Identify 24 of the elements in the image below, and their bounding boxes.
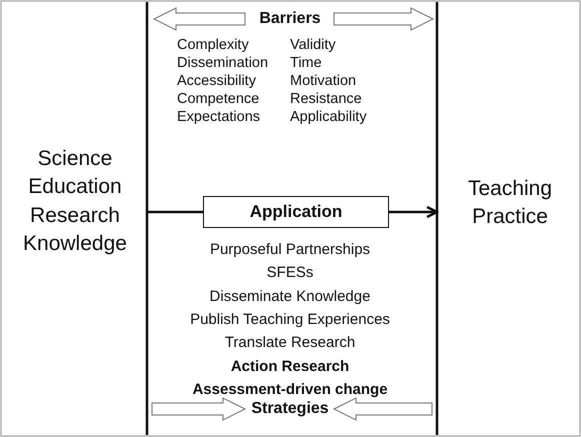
barrier-item: Expectations [177,109,260,126]
strategy-item: Action Research [230,358,350,376]
node-text: Teaching Practice [445,175,575,232]
barrier-item: Time [290,55,322,72]
arrow [389,206,438,218]
strategy-item: Purposeful Partnerships [210,241,370,259]
barrier-item: Competence [177,91,260,108]
barrier-item: Dissemination [177,55,268,72]
barrier-item: Resistance [290,91,362,108]
barrier-item: Validity [290,37,336,54]
section-heading: Barriers [259,9,321,28]
barrier-item: Accessibility [177,73,256,90]
node-text: Science Education Research Knowledge [4,145,146,258]
strategy-item: Assessment-driven change [192,380,388,399]
section-heading: Strategies [251,399,329,418]
strategy-item: Disseminate Knowledge [210,288,370,306]
process-box: Application [203,196,389,228]
barrier-item: Complexity [177,37,249,54]
connector-line [147,210,203,214]
strategy-item: Translate Research [224,334,356,352]
barrier-item: Applicability [290,109,367,126]
barrier-item: Motivation [290,73,356,90]
strategy-item: Publish Teaching Experiences [190,310,390,329]
strategy-item: SFESs [266,264,314,282]
